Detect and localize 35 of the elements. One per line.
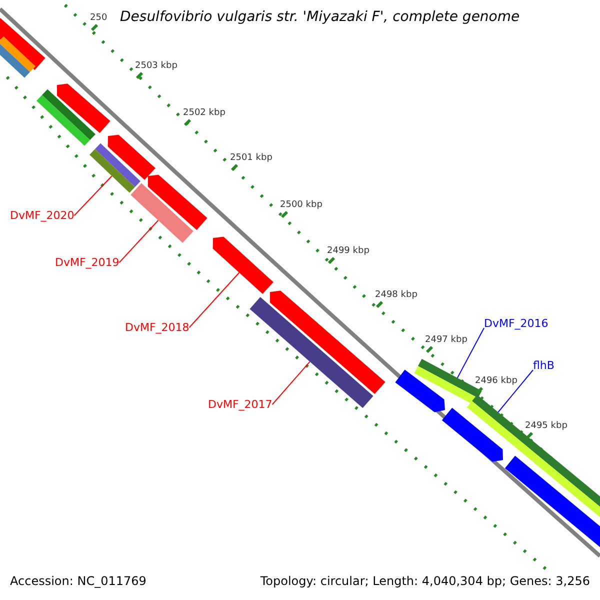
leader-line [74,176,112,216]
leader-line [118,220,159,263]
gene-label: DvMF_2016 [484,318,548,329]
scale-label: 2496 kbp [475,377,518,386]
leader-line [272,361,310,405]
scale-label: 2503 kbp [135,62,178,71]
gene-feature [130,183,194,243]
gene-label: DvMF_2019 [55,257,120,268]
scale-label: 2500 kbp [280,201,322,210]
map-title: Desulfovibrio vulgaris str. 'Miyazaki F', complete genome [120,10,520,24]
gene-feature [395,370,445,412]
leader-line [188,272,240,328]
gene-feature [212,236,274,294]
leader-line [498,370,534,413]
gene-label: DvMF_2017 [208,399,272,410]
gene-label: DvMF_2018 [125,322,190,333]
scale-label: 250 [90,14,108,23]
gene-label: flhB [533,360,554,371]
gene-feature [0,36,36,78]
gene-feature [148,174,208,230]
accession-text: Accession: NC_011769 [10,575,146,587]
gene-feature [442,408,503,462]
gene-feature [90,143,140,193]
leader-line [456,328,484,378]
scale-label: 2498 kbp [375,291,418,300]
gene-feature [57,84,110,133]
scale-label: 2499 kbp [327,247,370,256]
scale-label: 2497 kbp [425,336,468,345]
gene-label: DvMF_2020 [10,210,74,221]
scale-label: 2501 kbp [230,154,272,163]
scale-label: 2495 kbp [525,422,568,431]
scale-label: 2502 kbp [183,109,226,118]
genome-info-text: Topology: circular; Length: 4,040,304 bp; Genes: 3,256 [260,575,590,587]
gene-feature [36,89,96,146]
gene-feature [108,134,156,180]
